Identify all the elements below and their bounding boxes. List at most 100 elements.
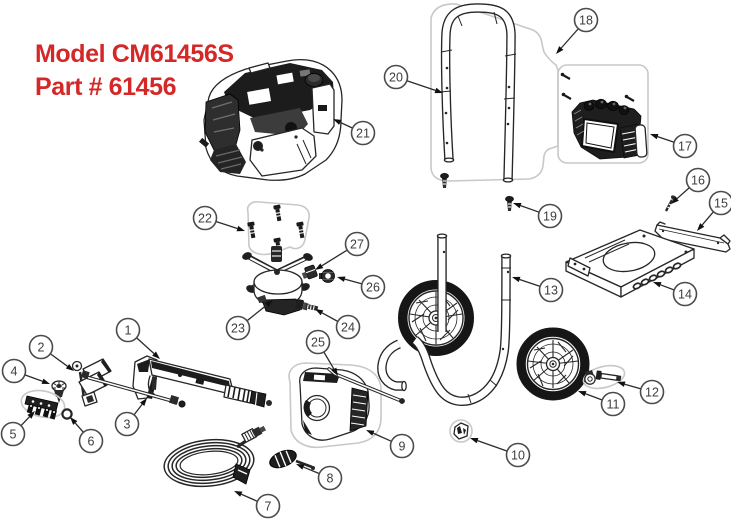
callout-11: 11: [578, 391, 626, 417]
inlet-bolt: [295, 299, 319, 311]
callout-number: 17: [678, 139, 692, 153]
callout-number: 1: [125, 323, 132, 337]
callout-23: 23: [225, 300, 273, 341]
callout-number: 12: [645, 385, 659, 399]
o-ring: [61, 408, 73, 420]
leader-arrowhead: [65, 364, 74, 371]
callout-20: 20: [383, 64, 443, 94]
leader-line: [585, 393, 603, 401]
spray-wand: [80, 370, 186, 408]
callout-circle: [344, 231, 370, 257]
callout-1: 1: [115, 317, 160, 359]
spray-gun: [132, 355, 272, 408]
callout-circle: [537, 203, 563, 229]
callout-number: 7: [265, 499, 272, 513]
callout-18: 18: [556, 7, 599, 54]
handle-bar: [439, 3, 517, 183]
callout-circle: [383, 64, 409, 90]
handle-panel-assembly-outline: [430, 3, 649, 182]
leader-arrowhead: [265, 300, 273, 308]
callout-number: 16: [691, 173, 705, 187]
callout-circle: [672, 133, 698, 159]
leader-arrowhead: [337, 276, 346, 282]
callout-3: 3: [114, 398, 147, 437]
cart-frame: [377, 233, 512, 406]
leader-line: [49, 353, 68, 367]
callout-circle: [28, 334, 54, 360]
leader-arrowhead: [27, 411, 35, 419]
callout-13: 13: [512, 276, 564, 303]
callout-number: 4: [11, 364, 18, 378]
leader-arrowhead: [139, 398, 147, 407]
engine: [199, 58, 343, 181]
wand-holder-rod: [327, 367, 405, 404]
nozzle-holder: [71, 358, 112, 407]
leader-line: [701, 211, 715, 226]
panel-outline: [557, 64, 649, 164]
callout-19: 19: [513, 203, 563, 229]
leader-arrowhead: [70, 417, 78, 425]
nozzle-rack: [20, 389, 66, 420]
leader-arrowhead: [578, 391, 587, 397]
control-panel: [560, 72, 648, 160]
callout-circle: [255, 493, 281, 519]
callout-circle: [78, 428, 104, 454]
leader-arrowhead: [366, 430, 375, 436]
callout-4: 4: [1, 358, 50, 384]
callout-circle: [538, 277, 564, 303]
leader-line: [373, 432, 392, 442]
callout-number: 20: [389, 70, 403, 84]
leader-arrowhead: [653, 282, 662, 288]
callout-circle: [225, 315, 251, 341]
leader-arrowhead: [513, 203, 522, 209]
callout-10: 10: [470, 438, 531, 468]
handle-knob-screw-left: [440, 172, 449, 188]
callout-number: 25: [311, 335, 325, 349]
retainer-clip: [449, 419, 473, 443]
leader-line: [657, 135, 675, 143]
rear-wheel-right: [516, 327, 590, 401]
leader-arrowhead: [236, 225, 245, 232]
leader-line: [406, 80, 436, 92]
callout-14: 14: [653, 281, 698, 307]
callout-number: 11: [607, 397, 620, 411]
leader-arrowhead: [296, 464, 305, 470]
callout-number: 8: [327, 471, 334, 485]
callout-circle: [0, 421, 26, 447]
pressure-hose-coil: [163, 438, 255, 488]
leader-line: [520, 205, 540, 213]
callout-number: 22: [198, 211, 212, 225]
hose-nut: [319, 269, 335, 283]
leader-arrowhead: [697, 223, 705, 231]
leader-arrowhead: [315, 263, 324, 270]
soap-nozzle: [51, 380, 67, 403]
callout-number: 5: [10, 427, 17, 441]
callout-9: 9: [366, 430, 415, 459]
leader-line: [215, 220, 238, 230]
leader-line: [323, 351, 335, 370]
callout-number: 24: [341, 320, 355, 334]
callout-number: 10: [511, 448, 525, 462]
callout-circle: [335, 314, 361, 340]
callout-circle: [600, 391, 626, 417]
leader-arrowhead: [333, 119, 342, 125]
leader-arrowhead: [671, 196, 679, 204]
hose-end-fitting-top: [236, 425, 267, 449]
leader-line: [133, 403, 143, 416]
callout-circle: [389, 433, 415, 459]
leader-arrowhead: [152, 351, 160, 359]
callout-number: 21: [356, 126, 370, 140]
leader-line: [74, 422, 84, 433]
leader-arrowhead: [556, 46, 564, 54]
axle-pin: [582, 364, 626, 390]
callout-15: 15: [697, 190, 731, 231]
callout-12: 12: [617, 379, 665, 405]
callout-7: 7: [234, 491, 281, 519]
front-cover-shroud: [288, 362, 382, 449]
callout-number: 23: [231, 321, 245, 335]
leader-line: [321, 249, 348, 267]
leader-arrowhead: [650, 133, 659, 140]
leader-line: [136, 337, 155, 355]
callout-circle: [115, 317, 141, 343]
part-number-label: Part # 61456: [35, 73, 176, 101]
